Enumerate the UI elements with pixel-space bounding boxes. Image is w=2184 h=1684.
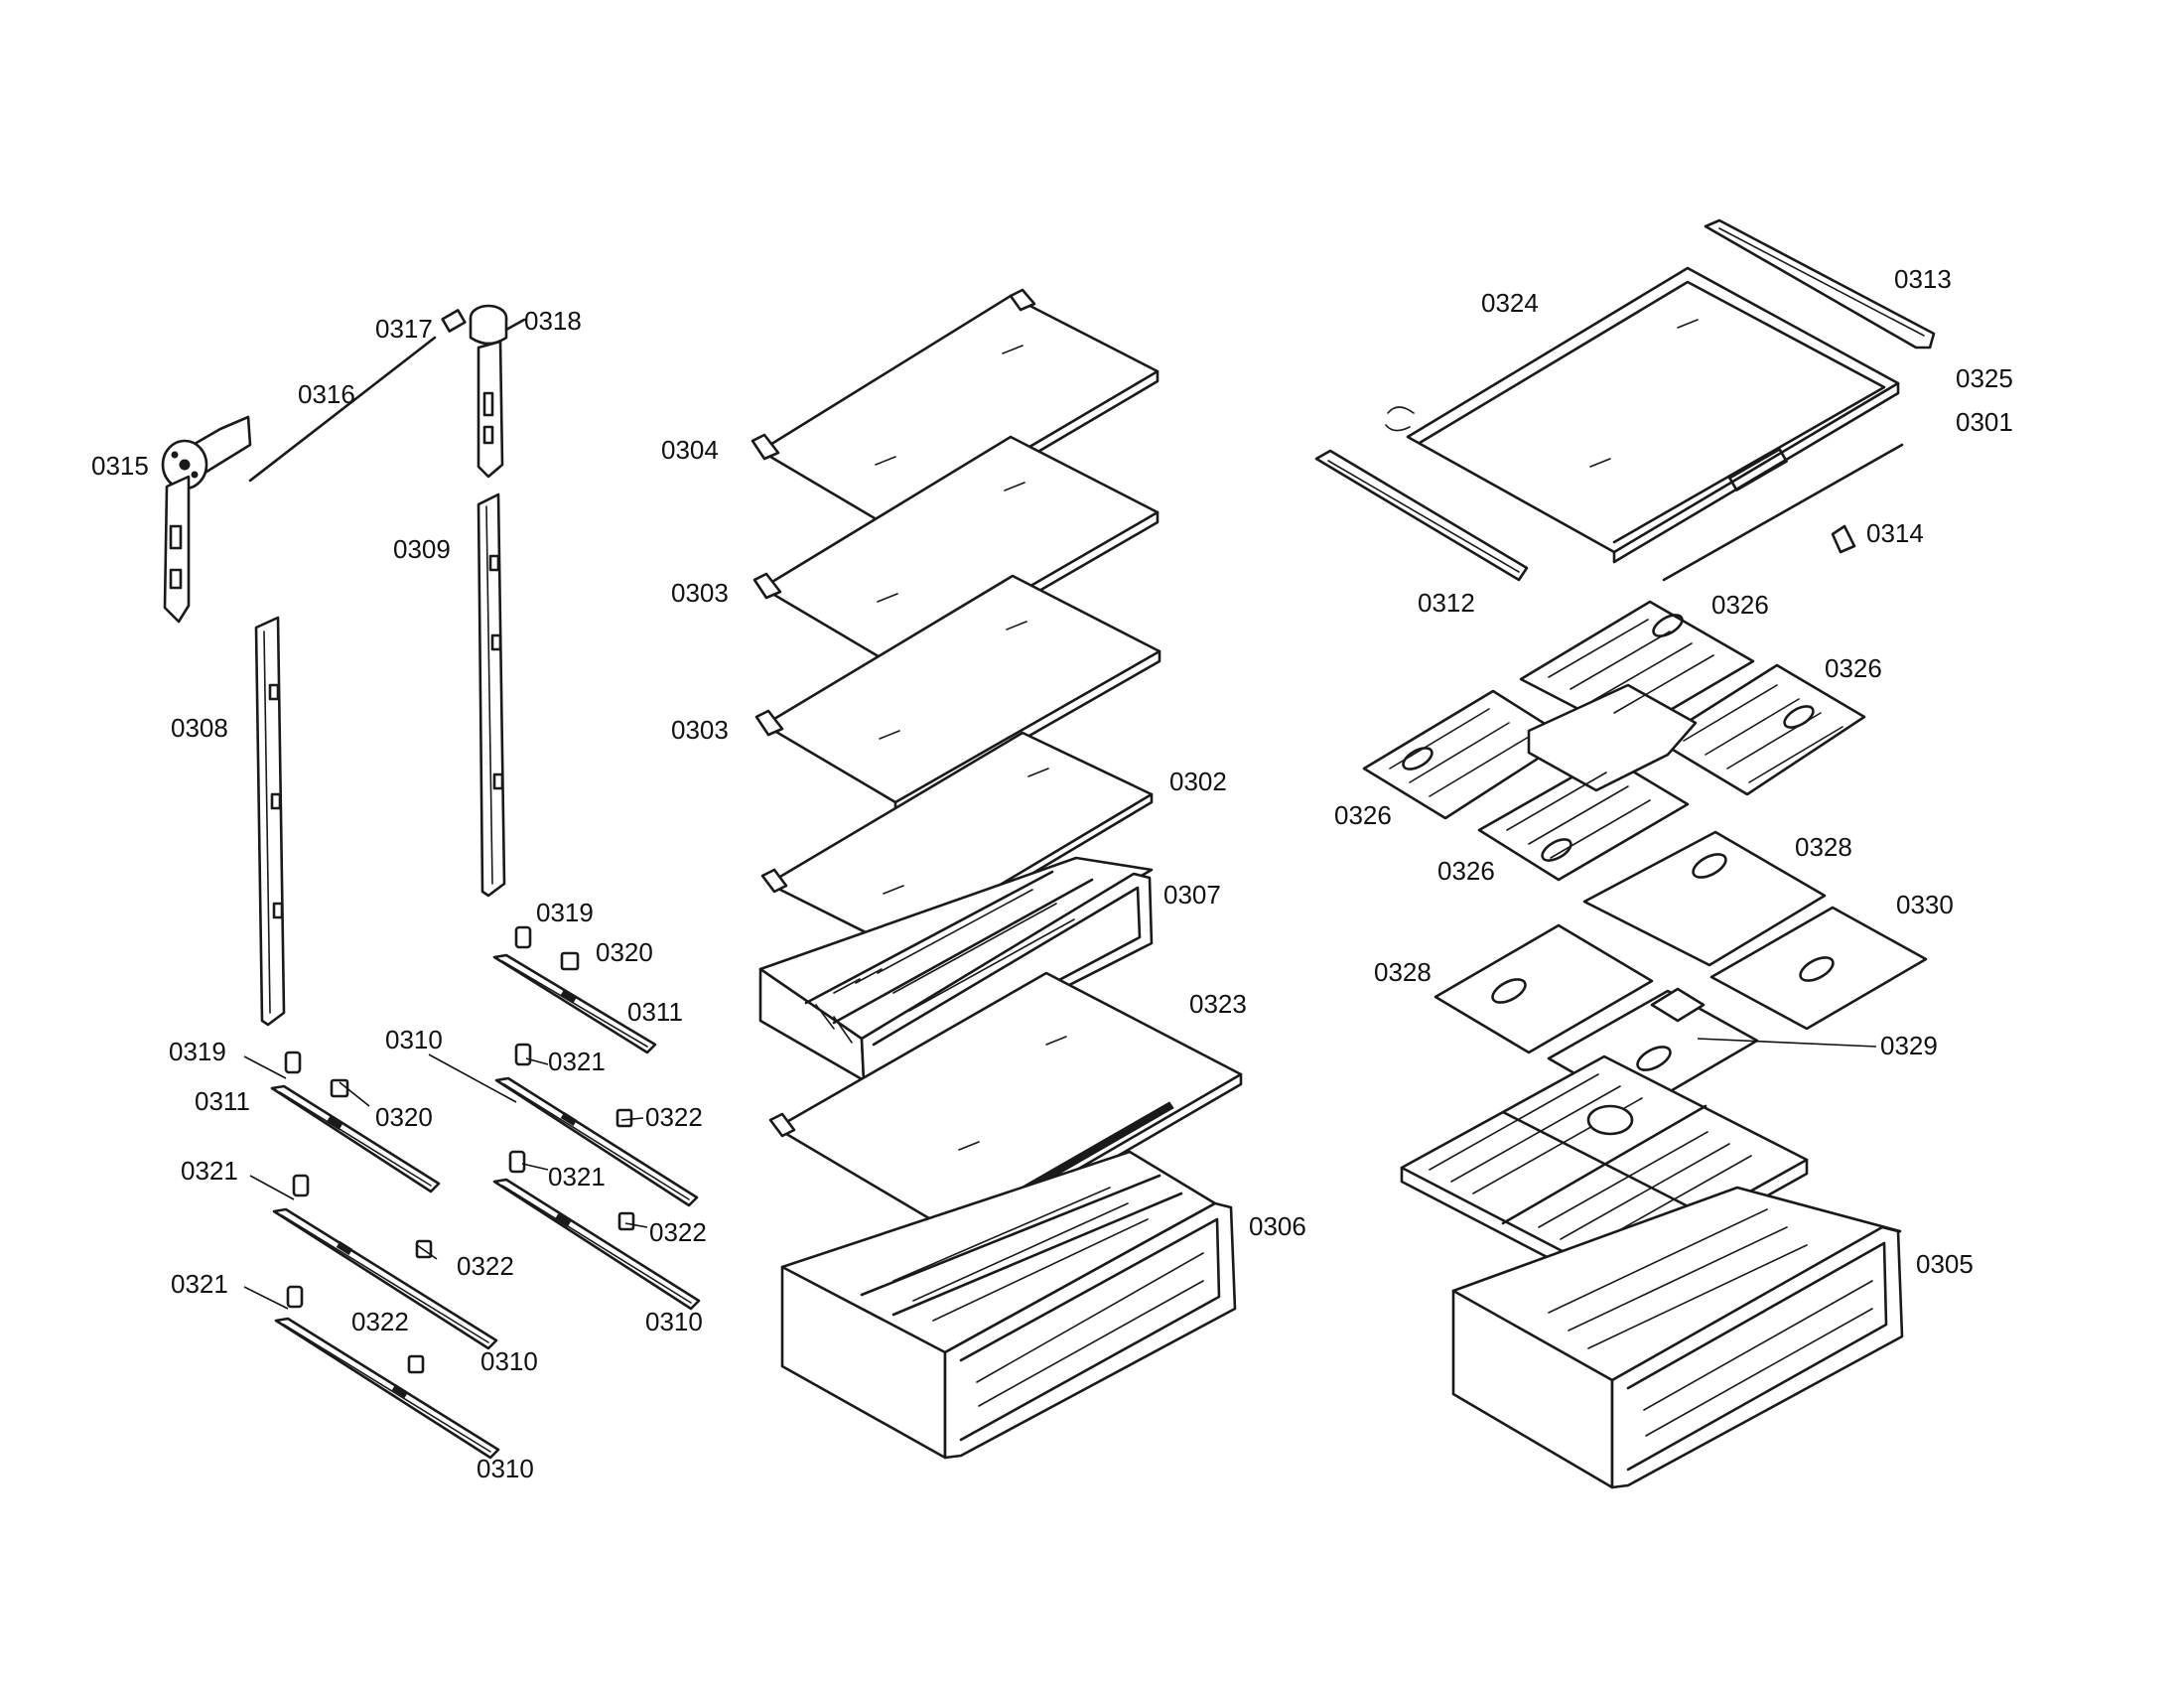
- label-0324: 0324: [1481, 288, 1539, 318]
- label-0308: 0308: [171, 713, 228, 743]
- label-0307: 0307: [1163, 880, 1221, 910]
- label-0311-lower: 0311: [195, 1086, 250, 1116]
- label-0322-bottom: 0322: [351, 1307, 409, 1336]
- part-0321-clip-d: [286, 1285, 304, 1309]
- label-0310-upper: 0310: [385, 1025, 443, 1054]
- label-0302: 0302: [1169, 767, 1227, 796]
- label-0329: 0329: [1880, 1031, 1938, 1060]
- label-0319-upper: 0319: [536, 898, 594, 927]
- part-0301-rod: [1662, 443, 1904, 582]
- label-0321-mid: 0321: [548, 1162, 606, 1192]
- part-0310-slide-rail-a: [494, 1076, 699, 1207]
- label-0301: 0301: [1956, 407, 2013, 437]
- label-0316: 0316: [298, 379, 355, 409]
- label-0321-left: 0321: [181, 1156, 238, 1186]
- label-0310-left: 0310: [480, 1346, 538, 1376]
- part-0315-hinge-motor: [161, 415, 252, 624]
- label-0319-lower: 0319: [169, 1037, 226, 1066]
- part-0322-clip-d: [407, 1354, 425, 1374]
- label-0322-left: 0322: [457, 1251, 514, 1281]
- label-0304: 0304: [661, 435, 719, 465]
- label-0322-upper: 0322: [645, 1102, 703, 1132]
- part-0316-pin-rod: [248, 336, 437, 483]
- part-0320-clip-upper: [560, 951, 580, 971]
- part-0310-slide-rail-d: [274, 1317, 500, 1460]
- part-0307-crisper-drawer: [758, 856, 1154, 1084]
- label-0305: 0305: [1916, 1249, 1974, 1279]
- part-0310-slide-rail-b: [492, 1178, 701, 1311]
- label-0326-top: 0326: [1711, 590, 1769, 620]
- part-0321-clip-c: [292, 1174, 310, 1197]
- part-0326-tray-set: [1362, 600, 1866, 882]
- part-0305-drawer-assembly: [1400, 1054, 1904, 1489]
- part-0313-rear-trim: [1704, 218, 1936, 350]
- label-0325: 0325: [1956, 363, 2013, 393]
- label-0310-bottom: 0310: [477, 1454, 534, 1483]
- label-0328-lower: 0328: [1374, 957, 1432, 987]
- label-0313: 0313: [1894, 264, 1952, 294]
- label-0309: 0309: [393, 534, 451, 564]
- part-0321-clip-b: [508, 1150, 526, 1174]
- part-0328-cover-upper: [1582, 830, 1827, 967]
- part-0328-cover-lower: [1433, 923, 1654, 1054]
- part-0317-bushing: [441, 309, 467, 333]
- part-labels: 0317 0318 0316 0315 0309 0308 0319 0320 …: [91, 264, 2013, 1483]
- part-0311-slide-rail-lower: [270, 1084, 441, 1193]
- leader-lines: [243, 1038, 1877, 1310]
- label-0330: 0330: [1896, 890, 1954, 919]
- part-0308-vertical-rail: [254, 616, 286, 1027]
- clips: [284, 925, 635, 1374]
- label-0314: 0314: [1866, 518, 1924, 548]
- label-0315: 0315: [91, 451, 149, 481]
- label-0318: 0318: [524, 306, 582, 336]
- part-0322-clip-a: [615, 1108, 633, 1128]
- part-0312-side-trim: [1314, 449, 1529, 582]
- label-0323: 0323: [1189, 989, 1247, 1019]
- label-0322-mid: 0322: [649, 1217, 707, 1247]
- part-0306-freezer-drawer: [780, 1150, 1237, 1460]
- label-0326-left: 0326: [1334, 800, 1392, 830]
- part-0309-vertical-rail: [477, 492, 506, 898]
- label-0303-lower: 0303: [671, 715, 729, 745]
- label-0321-upper: 0321: [548, 1047, 606, 1076]
- part-0322-clip-b: [617, 1211, 635, 1231]
- label-0320-upper: 0320: [596, 937, 653, 967]
- label-0320-lower: 0320: [375, 1102, 433, 1132]
- part-0330-cover: [1709, 906, 1928, 1031]
- label-0321-bottom: 0321: [171, 1269, 228, 1299]
- label-0326-bottom: 0326: [1437, 856, 1495, 886]
- label-0326-right: 0326: [1825, 653, 1882, 683]
- part-0318-hinge-bracket: [469, 304, 526, 479]
- label-0317: 0317: [375, 314, 433, 344]
- part-0324-glass-shelf: [1385, 266, 1900, 564]
- label-0312: 0312: [1418, 588, 1475, 618]
- label-0303-upper: 0303: [671, 578, 729, 608]
- label-0306: 0306: [1249, 1211, 1306, 1241]
- part-0314-screw: [1831, 524, 1856, 554]
- part-0310-slide-rail-c: [272, 1207, 498, 1350]
- part-0319-clip-upper: [514, 925, 532, 949]
- label-0310-mid: 0310: [645, 1307, 703, 1336]
- part-0319-clip-lower: [284, 1051, 302, 1074]
- part-0304-glass-shelf: [751, 288, 1160, 540]
- part-0303-glass-shelf-upper: [752, 435, 1160, 677]
- part-0311-slide-rail-upper: [492, 953, 657, 1054]
- part-0321-clip-a: [514, 1043, 532, 1066]
- label-0311-upper: 0311: [627, 997, 683, 1027]
- label-0328-upper: 0328: [1795, 832, 1852, 862]
